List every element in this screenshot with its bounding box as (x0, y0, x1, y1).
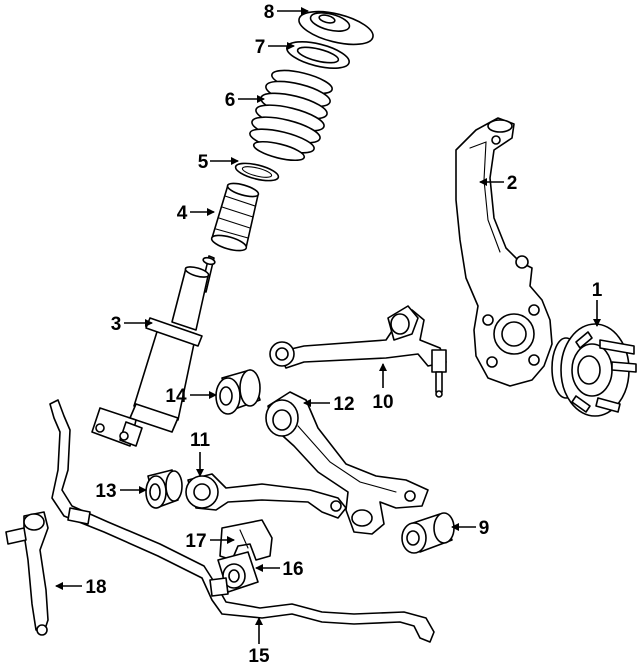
part-7-spring-insulator (286, 41, 350, 69)
callout-9: 9 (479, 518, 490, 539)
part-12-lower-control-arm (265, 391, 429, 535)
part-11-lower-arm (185, 473, 347, 519)
callout-13: 13 (95, 481, 116, 502)
callout-4: 4 (177, 203, 188, 224)
callout-18: 18 (85, 577, 106, 598)
part-8-strut-mount (298, 10, 374, 46)
callout-labels: 1 2 3 4 5 6 7 8 9 10 11 12 13 14 15 16 1… (85, 2, 602, 664)
leader-lines (55, 7, 601, 644)
callout-11: 11 (190, 430, 211, 451)
part-14-bushing (215, 369, 261, 415)
callout-8: 8 (264, 2, 275, 23)
callout-17: 17 (185, 531, 206, 552)
callout-12: 12 (333, 394, 354, 415)
part-15-stabilizer-bar (49, 399, 435, 643)
callout-10: 10 (372, 392, 393, 413)
part-1-wheel-hub (551, 323, 637, 417)
part-3-strut-assembly (91, 255, 216, 447)
callout-6: 6 (225, 90, 236, 111)
callout-16: 16 (282, 559, 303, 580)
part-2-steering-knuckle (455, 117, 553, 387)
callout-3: 3 (111, 314, 122, 335)
callout-2: 2 (507, 173, 518, 194)
callout-14: 14 (165, 386, 187, 407)
part-16-stabilizer-bushing (217, 551, 259, 593)
callout-1: 1 (592, 280, 603, 301)
part-10-upper-control-arm (269, 305, 447, 398)
part-4-bump-stop (210, 182, 260, 252)
callout-15: 15 (248, 646, 270, 664)
part-6-coil-spring (249, 69, 333, 162)
part-18-stabilizer-link (5, 511, 49, 636)
callout-5: 5 (198, 152, 209, 173)
callout-7: 7 (255, 37, 266, 58)
part-5-lower-insulator (234, 162, 280, 182)
part-9-bushing (401, 512, 455, 554)
part-13-bushing (145, 469, 183, 509)
